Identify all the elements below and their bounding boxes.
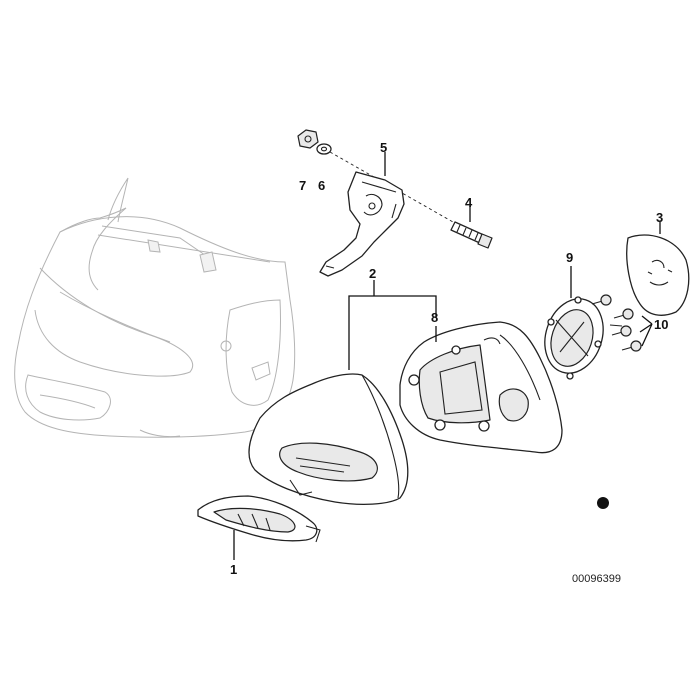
callout-6: 6 <box>318 178 325 193</box>
part-7-nut <box>297 129 319 149</box>
drawing-number: 00096399 <box>572 573 621 585</box>
part-10-screws <box>591 294 642 352</box>
callout-1: 1 <box>230 562 237 577</box>
part-2-housing <box>248 373 409 505</box>
leader-lines <box>233 152 661 560</box>
callout-4: 4 <box>465 195 473 210</box>
bullet-marker <box>597 497 609 509</box>
callout-2: 2 <box>369 266 376 281</box>
part-8-carrier <box>399 321 563 454</box>
callout-10: 10 <box>654 317 668 332</box>
fairing-outline <box>14 177 296 438</box>
part-5-bracket <box>319 171 405 277</box>
callout-5: 5 <box>380 140 387 155</box>
callout-3: 3 <box>656 210 663 225</box>
callout-9: 9 <box>566 250 573 265</box>
callout-7: 7 <box>299 178 306 193</box>
part-6-washer <box>316 143 332 155</box>
part-1-lamp <box>197 495 321 543</box>
part-9-ring <box>544 296 604 380</box>
callout-8: 8 <box>431 310 438 325</box>
part-3-cover <box>626 234 690 316</box>
part-4-screw <box>450 221 493 249</box>
